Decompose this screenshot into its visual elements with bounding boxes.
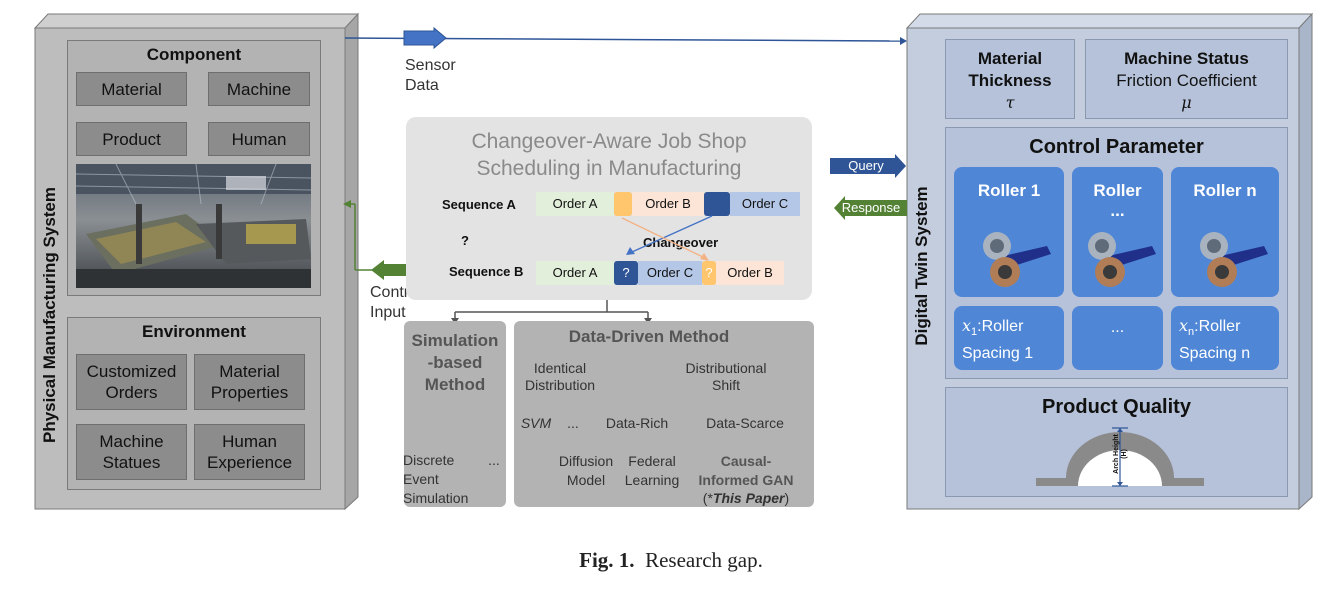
seq-a-order-a: Order A xyxy=(536,192,614,216)
sequence-b-label: Sequence B xyxy=(449,264,524,279)
env-customized-orders: Customized Orders xyxy=(76,354,187,410)
physical-side-face xyxy=(344,12,359,511)
data-scarce: Data-Scarce xyxy=(706,415,784,431)
question-mark: ? xyxy=(461,233,469,248)
data-driven-title: Data-Driven Method xyxy=(568,327,730,346)
physical-system-title: Physical Manufacturing System xyxy=(40,186,59,444)
seq-b-unknown-1: ? xyxy=(614,261,638,285)
component-product: Product xyxy=(76,122,187,156)
digital-twin-title: Digital Twin System xyxy=(912,186,931,346)
status-panel xyxy=(1085,39,1288,119)
env-machine-statues: Machine Statues xyxy=(76,424,187,480)
component-material: Material xyxy=(76,72,187,106)
product-quality-title: Product Quality xyxy=(1042,396,1191,418)
thickness-panel xyxy=(945,39,1075,119)
query-arrow xyxy=(830,154,906,178)
env-material-properties: Material Properties xyxy=(194,354,305,410)
spacing-1-card: x1:Roller Spacing 1 xyxy=(954,306,1064,370)
simulation-method-panel xyxy=(404,321,506,507)
component-machine: Machine xyxy=(208,72,310,106)
seq-b-unknown-2: ? xyxy=(702,261,716,285)
response-arrow xyxy=(834,196,907,220)
status-sub: Friction Coefficient xyxy=(1116,71,1257,90)
seq-b-order-c: Order C xyxy=(638,261,702,285)
arch-height-label: Arch Height(H) xyxy=(1113,434,1128,474)
svm-leaf: SVM xyxy=(520,415,552,431)
seq-a-order-c: Order C xyxy=(730,192,800,216)
caption-prefix: Fig. 1. xyxy=(579,548,635,572)
status-title: Machine Status xyxy=(1124,49,1249,68)
roller-icon xyxy=(1200,232,1268,287)
control-parameter-title: Control Parameter xyxy=(1029,136,1204,158)
data-driven-panel xyxy=(514,321,814,507)
spacing-mid-card: ... xyxy=(1072,306,1163,370)
causal-informed-gan: Causal-Informed GAN xyxy=(698,453,794,488)
caption-text: Research gap. xyxy=(645,548,763,572)
thickness-symbol: τ xyxy=(1005,93,1015,112)
environment-title: Environment xyxy=(142,322,246,341)
response-label: Response xyxy=(841,200,901,215)
sensor-block-arrow xyxy=(403,26,447,50)
roller-mid-label: Roller... xyxy=(1093,181,1142,220)
control-block-arrow xyxy=(371,260,412,280)
changeover-arrows xyxy=(621,215,713,261)
roller-1-label: Roller 1 xyxy=(977,181,1041,200)
this-paper-note: (*This Paper) xyxy=(702,490,790,506)
query-label: Query xyxy=(848,158,884,173)
roller-icon xyxy=(1088,232,1156,287)
sensor-arrowhead xyxy=(900,37,907,45)
identical-ellipsis: ... xyxy=(567,415,579,431)
twin-top-face xyxy=(905,13,1314,29)
physical-top-face xyxy=(33,13,360,29)
roller-n-label: Roller n xyxy=(1193,181,1257,200)
status-symbol: μ xyxy=(1181,93,1192,112)
spacing-n-card: xn:Roller Spacing n xyxy=(1171,306,1279,370)
seq-a-changeover-1 xyxy=(614,192,632,216)
data-rich: Data-Rich xyxy=(605,415,669,431)
sequence-a-label: Sequence A xyxy=(442,197,516,212)
env-human-experience: Human Experience xyxy=(194,424,305,480)
seq-b-order-b: Order B xyxy=(716,261,784,285)
roller-icon xyxy=(983,232,1051,287)
arch-illustration xyxy=(1036,427,1204,487)
component-title: Component xyxy=(146,45,242,64)
seq-b-order-a: Order A xyxy=(536,261,614,285)
simulation-ellipsis: ... xyxy=(488,452,500,468)
figure-caption: Fig. 1. Research gap. xyxy=(0,548,1342,573)
seq-a-order-b: Order B xyxy=(632,192,704,216)
twin-side-face xyxy=(1298,12,1313,511)
control-arrowhead xyxy=(343,200,351,208)
factory-photo xyxy=(76,164,311,288)
seq-a-changeover-2 xyxy=(704,192,730,216)
component-human: Human xyxy=(208,122,310,156)
